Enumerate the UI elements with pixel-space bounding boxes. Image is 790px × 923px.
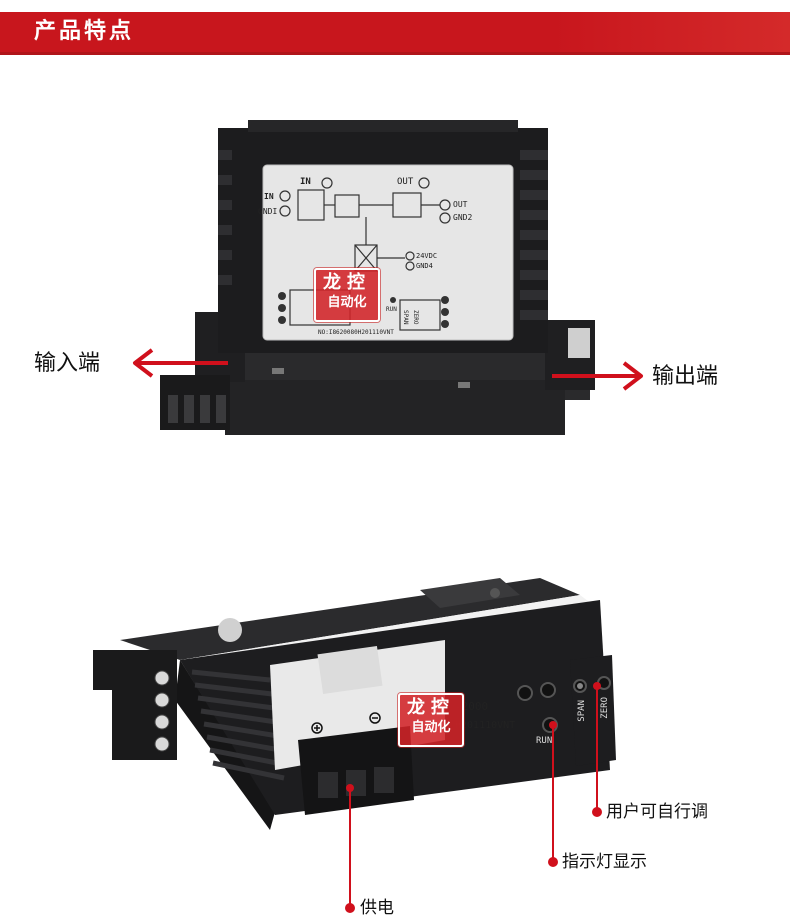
watermark-stamp-bottom: 龙控 自动化 — [398, 693, 464, 747]
panel-out-pin: OUT — [453, 200, 468, 209]
callout-user-adjust: 用户可自行调 — [606, 802, 708, 822]
output-terminal-label: 输出端 — [652, 364, 719, 389]
callout-power: 供电 — [360, 898, 394, 918]
output-arrow-icon — [552, 361, 643, 391]
panel-out-top: OUT — [397, 177, 414, 187]
panel-gnd4-pin: GND4 — [416, 262, 433, 270]
top-device — [160, 120, 595, 435]
panel-gndi-pin: GNDI — [258, 207, 278, 216]
callout-lines — [349, 686, 598, 908]
panel-gnd2-pin: GND2 — [453, 213, 473, 222]
device-zero-label: ZERO — [600, 697, 610, 719]
panel-span: SPAN — [402, 310, 409, 325]
banner-underline — [0, 52, 790, 55]
panel-power-pin: 24VDC — [416, 252, 438, 260]
panel-run: RUN — [386, 306, 397, 313]
input-arrow-icon — [133, 348, 228, 378]
panel-serial: NO:I8620080H201110VNT — [318, 329, 394, 336]
device-serial-text: H201110VNT — [455, 720, 516, 731]
input-terminal-label: 输入端 — [34, 351, 101, 376]
device-span-label: SPAN — [577, 700, 587, 722]
panel-zero: ZERO — [412, 310, 419, 325]
callout-dots — [345, 682, 602, 913]
panel-in-pin: IN — [264, 192, 274, 201]
callout-indicator: 指示灯显示 — [562, 852, 647, 872]
section-banner: 产品特点 — [0, 12, 790, 52]
section-title: 产品特点 — [34, 19, 135, 44]
watermark-stamp-top: 龙控 自动化 — [314, 268, 380, 322]
panel-in-top: IN — [300, 177, 311, 187]
device-run-label: RUN — [536, 736, 553, 746]
bottom-device — [93, 578, 616, 830]
